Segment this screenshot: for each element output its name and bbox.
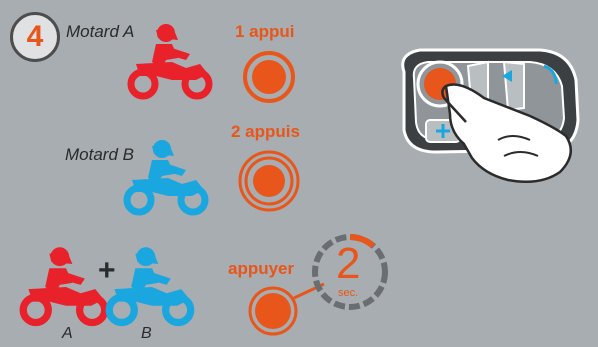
motorcycle-pair-b-icon xyxy=(105,247,195,327)
intercom-device-icon xyxy=(401,48,580,183)
one-press-button-icon xyxy=(243,51,295,103)
pair-label-b: B xyxy=(141,325,152,342)
hold-label: appuyer xyxy=(228,259,295,278)
timer-unit: sec. xyxy=(338,287,359,299)
motorcycle-pair-a-icon xyxy=(19,247,109,327)
timer-seconds: 2 xyxy=(336,239,361,288)
motorcycle-rider-b-icon xyxy=(123,140,209,216)
step-badge: 4 xyxy=(10,12,60,62)
two-presses-button-icon xyxy=(238,150,300,212)
step-number: 4 xyxy=(26,20,44,53)
pair-label-a: A xyxy=(62,325,73,342)
motorcycle-rider-a-icon xyxy=(127,24,213,100)
hold-button-icon xyxy=(248,286,298,336)
plus-sign: + xyxy=(98,254,116,287)
timer-dial-icon xyxy=(312,234,388,310)
rider-b-label: Motard B xyxy=(65,145,134,164)
one-press-label: 1 appui xyxy=(235,22,295,41)
two-presses-label: 2 appuis xyxy=(231,122,300,141)
rider-a-label: Motard A xyxy=(66,22,135,41)
